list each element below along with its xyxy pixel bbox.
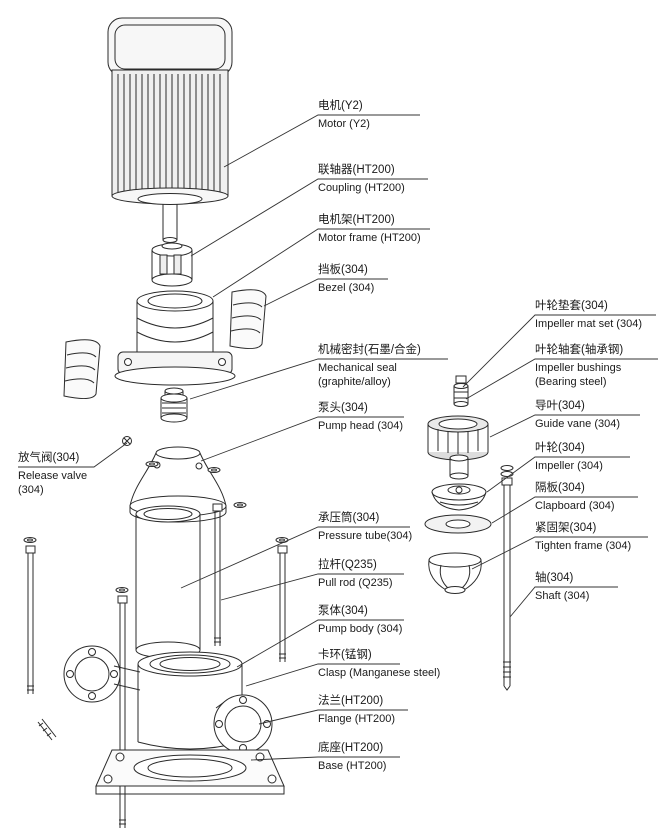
- label-impeller-zh: 叶轮(304): [535, 442, 585, 454]
- label-mechanical-seal-en1: Mechanical seal: [318, 362, 397, 374]
- pull-rod-drawing: [25, 503, 288, 828]
- label-impeller-bushing-zh: 叶轮轴套(轴承钢): [535, 344, 624, 356]
- label-bezel-en: Bezel (304): [318, 282, 375, 294]
- label-release-valve-en2: (304): [18, 484, 44, 496]
- label-coupling-zh: 联轴器(HT200): [318, 164, 395, 176]
- label-motor-frame-zh: 电机架(HT200): [318, 214, 395, 226]
- label-impeller-mat: 叶轮垫套(304) Impeller mat set (304): [535, 299, 642, 331]
- label-motor: 电机(Y2) Motor (Y2): [318, 99, 370, 131]
- label-pull-rod-zh: 拉杆(Q235): [318, 559, 377, 571]
- label-base-zh: 底座(HT200): [318, 742, 384, 754]
- label-impeller-bushing-en1: Impeller bushings: [535, 362, 622, 374]
- label-pump-body-zh: 泵体(304): [318, 605, 368, 617]
- pump-body-drawing: [63, 645, 273, 754]
- label-motor-zh: 电机(Y2): [318, 100, 363, 112]
- right-parts-drawing: [424, 375, 514, 691]
- label-clasp: 卡环(锰钢) Clasp (Manganese steel): [318, 648, 440, 680]
- label-coupling: 联轴器(HT200) Coupling (HT200): [318, 163, 405, 195]
- label-pressure-tube-en: Pressure tube(304): [318, 530, 413, 542]
- motor-frame-drawing: [114, 290, 236, 386]
- label-impeller-mat-zh: 叶轮垫套(304): [535, 300, 608, 312]
- label-mechanical-seal: 机械密封(石墨/合金) Mechanical seal (graphite/al…: [318, 343, 421, 389]
- label-impeller-en: Impeller (304): [535, 460, 603, 472]
- label-pump-body-en: Pump body (304): [318, 623, 403, 635]
- label-impeller: 叶轮(304) Impeller (304): [535, 441, 603, 473]
- motor-drawing: [107, 17, 233, 243]
- base-drawing: [95, 749, 285, 795]
- label-pull-rod: 拉杆(Q235) Pull rod (Q235): [318, 558, 393, 590]
- label-base-en: Base (HT200): [318, 760, 387, 772]
- label-clasp-en: Clasp (Manganese steel): [318, 667, 441, 679]
- label-guide-vane: 导叶(304) Guide vane (304): [535, 399, 620, 431]
- label-tighten-frame-zh: 紧固架(304): [535, 522, 597, 534]
- label-motor-frame-en: Motor frame (HT200): [318, 232, 421, 244]
- label-pump-head: 泵头(304) Pump head (304): [318, 401, 403, 433]
- label-pressure-tube: 承压筒(304) Pressure tube(304): [318, 511, 412, 543]
- label-coupling-en: Coupling (HT200): [318, 182, 405, 194]
- label-impeller-mat-en: Impeller mat set (304): [535, 318, 642, 330]
- label-shaft-zh: 轴(304): [535, 572, 574, 584]
- washers-drawing: [23, 461, 289, 593]
- screw-drawing: [37, 718, 57, 741]
- leader-lines: [18, 114, 658, 761]
- label-shaft: 轴(304) Shaft (304): [535, 571, 589, 603]
- label-mechanical-seal-zh: 机械密封(石墨/合金): [318, 344, 421, 356]
- label-clasp-zh: 卡环(锰钢): [318, 649, 372, 661]
- label-bezel-zh: 挡板(304): [318, 264, 368, 276]
- label-pump-body: 泵体(304) Pump body (304): [318, 604, 402, 636]
- label-clapboard-en: Clapboard (304): [535, 500, 615, 512]
- coupling-drawing: [151, 242, 193, 287]
- label-clapboard: 隔板(304) Clapboard (304): [535, 481, 615, 513]
- release-valve-drawing: [122, 436, 132, 446]
- label-base: 底座(HT200) Base (HT200): [318, 741, 386, 773]
- label-impeller-bushing: 叶轮轴套(轴承钢) Impeller bushings (Bearing ste…: [535, 343, 623, 389]
- label-flange: 法兰(HT200) Flange (HT200): [318, 694, 395, 726]
- label-flange-en: Flange (HT200): [318, 713, 396, 725]
- pressure-tube-drawing: [135, 505, 201, 659]
- label-mechanical-seal-en2: (graphite/alloy): [318, 376, 391, 388]
- label-clapboard-zh: 隔板(304): [535, 482, 585, 494]
- label-pump-head-zh: 泵头(304): [318, 402, 368, 414]
- mechanical-seal-drawing: [160, 387, 188, 423]
- label-pump-head-en: Pump head (304): [318, 420, 403, 432]
- label-guide-vane-zh: 导叶(304): [535, 400, 585, 412]
- label-motor-frame: 电机架(HT200) Motor frame (HT200): [318, 213, 421, 245]
- label-release-valve-zh: 放气阀(304): [18, 452, 80, 464]
- label-impeller-bushing-en2: (Bearing steel): [535, 376, 607, 388]
- label-release-valve-en1: Release valve: [18, 470, 88, 482]
- label-motor-en: Motor (Y2): [318, 118, 370, 130]
- label-guide-vane-en: Guide vane (304): [535, 418, 620, 430]
- label-pressure-tube-zh: 承压筒(304): [318, 512, 380, 524]
- label-release-valve: 放气阀(304) Release valve (304): [18, 451, 87, 497]
- label-bezel: 挡板(304) Bezel (304): [318, 263, 374, 295]
- label-tighten-frame-en: Tighten frame (304): [535, 540, 632, 552]
- bezel-drawing: [63, 289, 267, 400]
- label-flange-zh: 法兰(HT200): [318, 695, 384, 707]
- label-tighten-frame: 紧固架(304) Tighten frame (304): [535, 521, 631, 553]
- label-pull-rod-en: Pull rod (Q235): [318, 577, 393, 589]
- label-shaft-en: Shaft (304): [535, 590, 590, 602]
